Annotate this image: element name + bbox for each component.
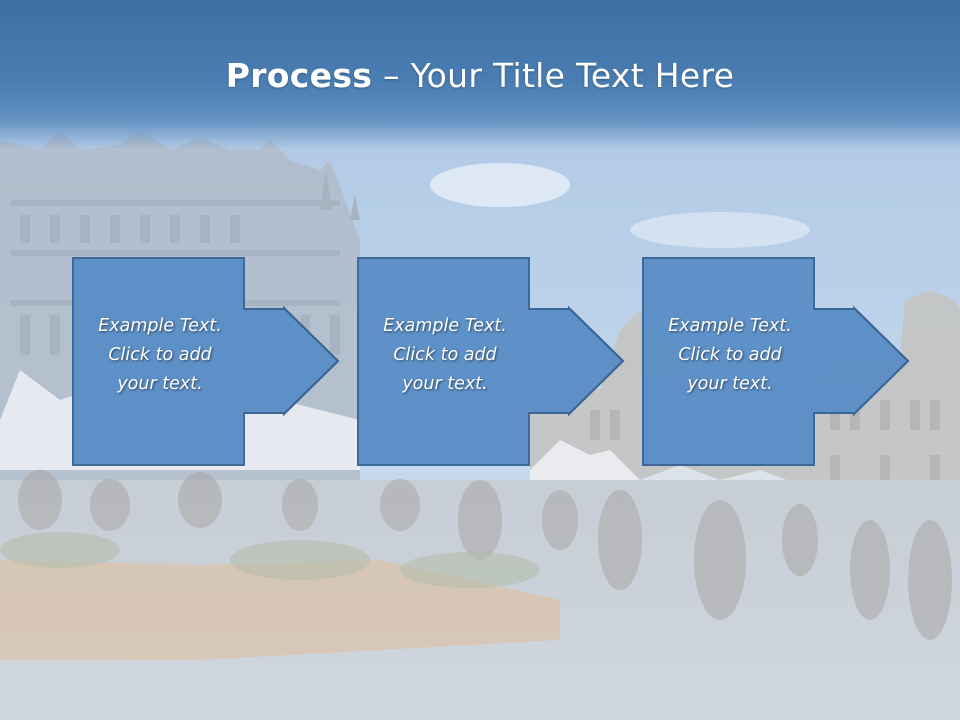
- step-line: your text.: [117, 374, 203, 394]
- process-step-3[interactable]: Example Text. Click to add your text.: [642, 257, 922, 467]
- step-line: your text.: [687, 374, 773, 394]
- process-step-2[interactable]: Example Text. Click to add your text.: [357, 257, 637, 467]
- step-line: Example Text.: [98, 316, 222, 336]
- step-line: your text.: [402, 374, 488, 394]
- right-arrow-icon: [72, 257, 340, 466]
- process-step-3-text[interactable]: Example Text. Click to add your text.: [646, 312, 814, 399]
- step-line: Click to add: [393, 345, 497, 365]
- right-arrow-icon: [357, 257, 625, 466]
- step-line: Click to add: [108, 345, 212, 365]
- title-band: [0, 0, 960, 150]
- step-line: Example Text.: [668, 316, 792, 336]
- step-line: Click to add: [678, 345, 782, 365]
- process-step-2-text[interactable]: Example Text. Click to add your text.: [361, 312, 529, 399]
- step-line: Example Text.: [383, 316, 507, 336]
- process-step-1-text[interactable]: Example Text. Click to add your text.: [76, 312, 244, 399]
- right-arrow-icon: [642, 257, 910, 466]
- slide-title-rest: – Your Title Text Here: [372, 56, 735, 95]
- slide-title-bold: Process: [225, 56, 373, 95]
- slide-title[interactable]: Process – Your Title Text Here: [0, 56, 960, 96]
- process-step-1[interactable]: Example Text. Click to add your text.: [72, 257, 352, 467]
